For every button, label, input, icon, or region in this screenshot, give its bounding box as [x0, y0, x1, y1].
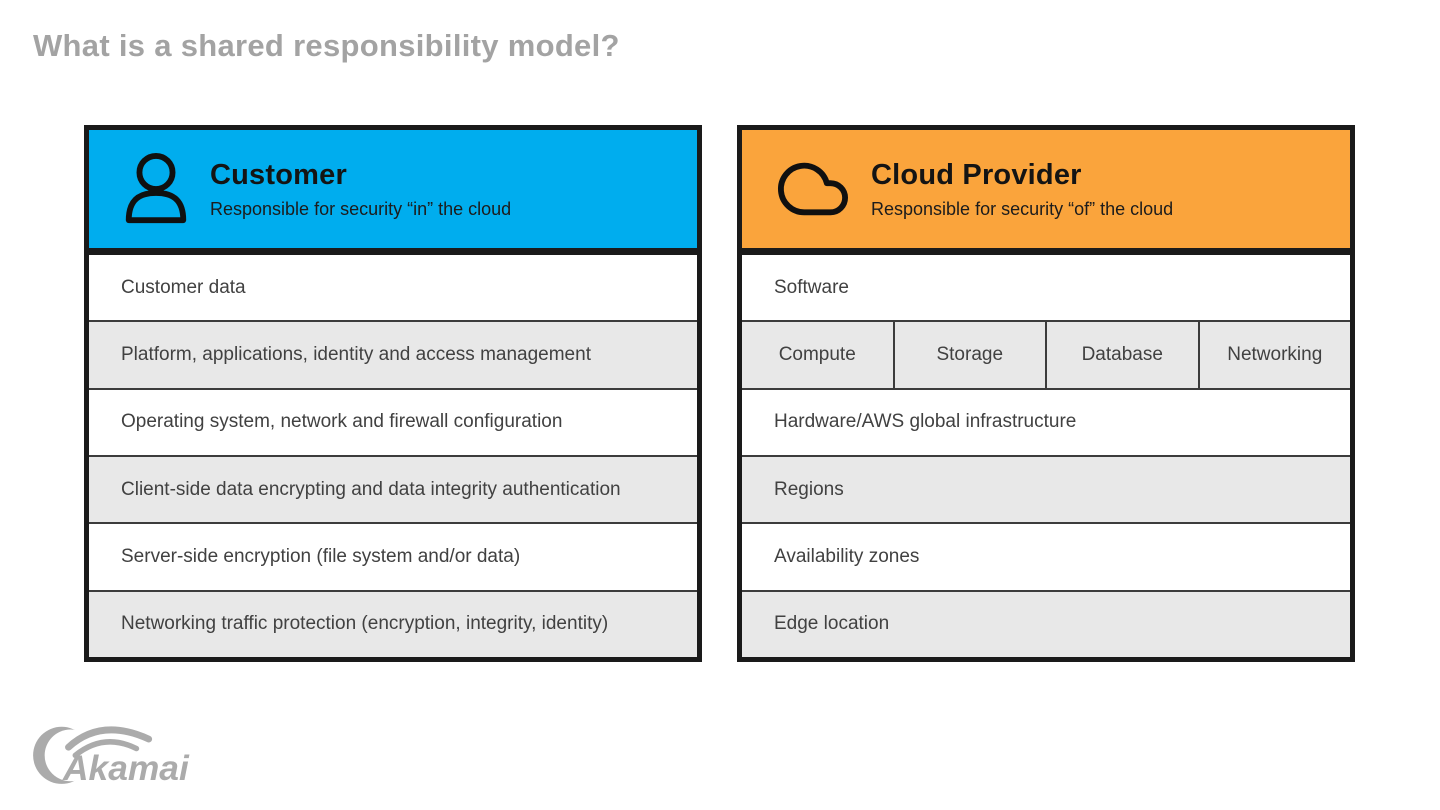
table-row: Platform, applications, identity and acc…	[89, 320, 697, 388]
row-label: Software	[774, 276, 849, 298]
cloud-provider-panel-header: Cloud Provider Responsible for security …	[742, 130, 1350, 255]
cell-networking: Networking	[1197, 322, 1351, 388]
customer-title: Customer	[210, 158, 347, 191]
row-label: Networking traffic protection (encryptio…	[121, 613, 609, 635]
table-row: Operating system, network and firewall c…	[89, 387, 697, 455]
table-row: Customer data	[89, 255, 697, 321]
row-label: Edge location	[774, 613, 890, 635]
table-row: Availability zones	[742, 522, 1350, 590]
cell-compute: Compute	[778, 343, 856, 365]
row-label: Hardware/AWS global infrastructure	[774, 411, 1077, 433]
row-label: Operating system, network and firewall c…	[121, 411, 563, 433]
table-row: Regions	[742, 454, 1350, 523]
cloud-provider-header-text: Cloud Provider Responsible for security …	[871, 159, 1173, 220]
panels-container: Customer Responsible for security “in” t…	[84, 125, 1355, 662]
row-label: Client-side data encrypting and data int…	[121, 478, 621, 500]
customer-subtitle: Responsible for security “in” the cloud	[210, 198, 512, 219]
row-label: Customer data	[121, 276, 246, 298]
table-row: Networking traffic protection (encryptio…	[89, 589, 697, 657]
table-row: Client-side data encrypting and data int…	[89, 454, 697, 523]
cloud-provider-rows: Software Compute Storage Database Networ…	[742, 255, 1350, 657]
cell-storage: Storage	[892, 322, 1046, 388]
cloud-provider-title: Cloud Provider	[871, 158, 1082, 191]
cloud-icon	[772, 154, 854, 224]
table-row: Hardware/AWS global infrastructure	[742, 387, 1350, 455]
table-row: Edge location	[742, 589, 1350, 657]
customer-header-text: Customer Responsible for security “in” t…	[210, 159, 511, 220]
row-label: Availability zones	[774, 545, 920, 567]
customer-rows: Customer data Platform, applications, id…	[89, 255, 697, 657]
person-icon	[119, 150, 193, 228]
cell-database: Database	[1045, 322, 1198, 388]
row-label: Platform, applications, identity and acc…	[121, 343, 591, 365]
cloud-provider-panel: Cloud Provider Responsible for security …	[737, 125, 1355, 662]
table-row: Server-side encryption (file system and/…	[89, 522, 697, 590]
row-label: Regions	[774, 478, 844, 500]
row-label: Server-side encryption (file system and/…	[121, 545, 521, 567]
akamai-logo: Akamai	[33, 720, 193, 788]
table-row-columns: Compute Storage Database Networking	[742, 320, 1351, 388]
table-row: Software	[742, 255, 1350, 321]
page-title: What is a shared responsibility model?	[33, 28, 620, 63]
customer-panel-header: Customer Responsible for security “in” t…	[89, 130, 697, 255]
akamai-logo-text: Akamai	[62, 749, 190, 788]
customer-panel: Customer Responsible for security “in” t…	[84, 125, 702, 662]
cloud-provider-subtitle: Responsible for security “of” the cloud	[871, 198, 1174, 219]
